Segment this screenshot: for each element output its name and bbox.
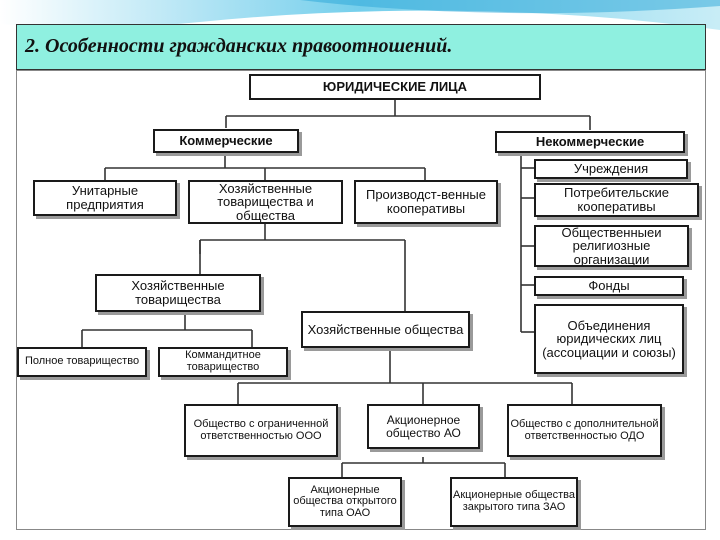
node-noncommercial: Некоммерческие (495, 131, 685, 153)
slide-title-bar: 2. Особенности гражданских правоотношени… (16, 24, 706, 70)
node-public-religious: Общественныеи религиозные организации (534, 225, 689, 267)
node-full-partnership: Полное товарищество (17, 347, 147, 377)
node-associations: Объединения юридических лиц (ассоциации … (534, 304, 684, 374)
slide-title: 2. Особенности гражданских правоотношени… (25, 35, 453, 57)
node-alc: Общество с дополнительной ответственност… (507, 404, 662, 457)
node-economic-companies: Хозяйственные общества (301, 311, 470, 348)
node-ojsc: Акционерные общества открытого типа ОАО (288, 477, 402, 527)
node-funds: Фонды (534, 276, 684, 296)
node-limited-partnership: Коммандитное товарищество (158, 347, 288, 377)
node-commercial: Коммерческие (153, 129, 299, 153)
header-swoosh-decoration (0, 0, 720, 30)
node-unitary: Унитарные предприятия (33, 180, 177, 216)
node-legal-entities: ЮРИДИЧЕСКИЕ ЛИЦА (249, 74, 541, 100)
node-economic-partnerships-and-companies: Хозяйственные товарищества и общества (188, 180, 343, 224)
node-llc: Общество с ограниченной ответственностью… (184, 404, 338, 457)
node-production-coops: Производст-венные кооперативы (354, 180, 498, 224)
node-institutions: Учреждения (534, 159, 688, 179)
node-consumer-coops: Потребительские кооперативы (534, 183, 699, 217)
node-jsc: Акционерное общество АО (367, 404, 480, 449)
node-cjsc: Акционерные общества закрытого типа ЗАО (450, 477, 578, 527)
node-economic-partnerships: Хозяйственные товарищества (95, 274, 261, 312)
